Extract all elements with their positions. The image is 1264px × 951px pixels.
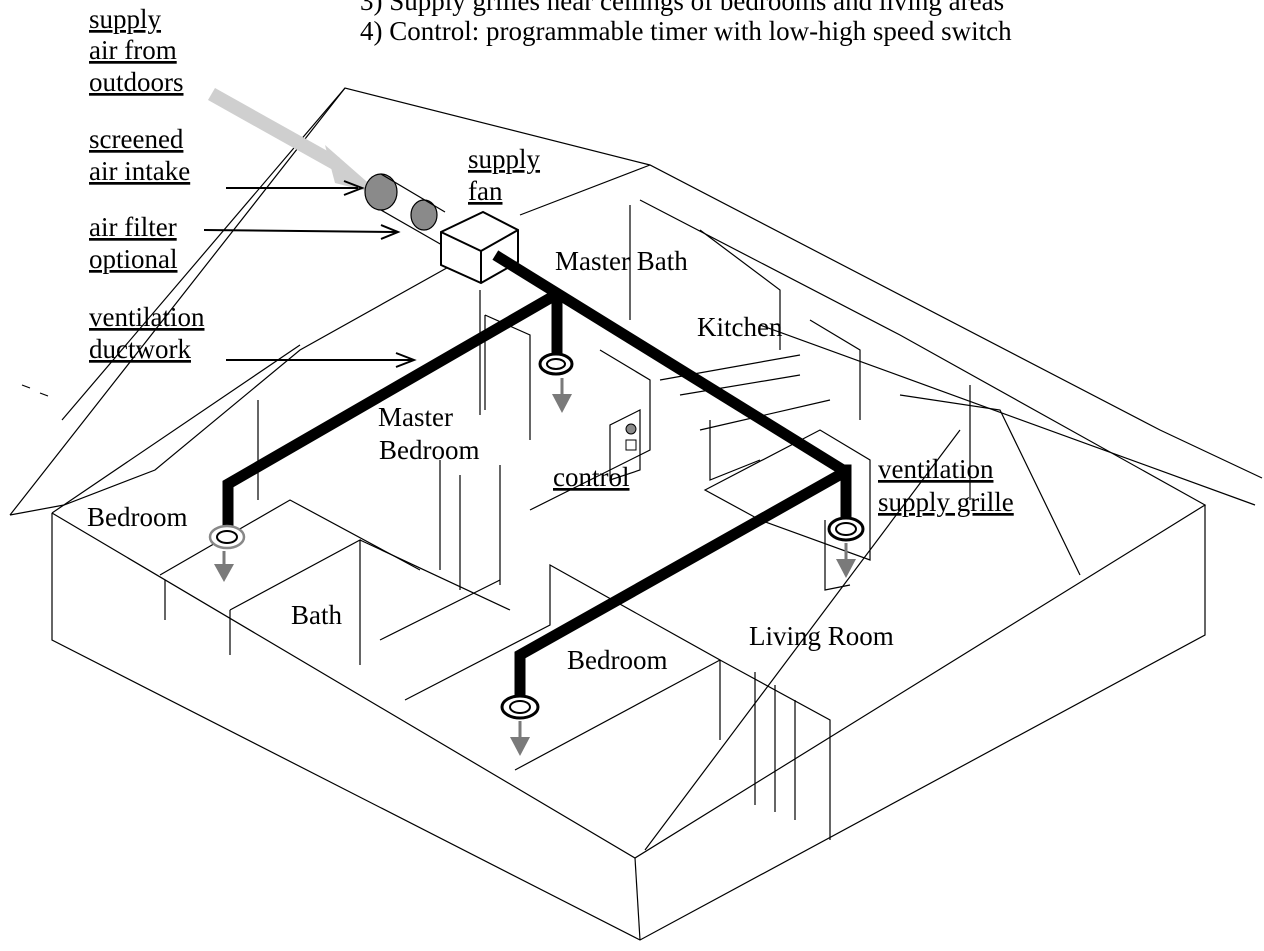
house-outline <box>9 87 1263 941</box>
room-bath: Bath <box>291 600 342 630</box>
label-supply-air-1: supply <box>89 4 162 34</box>
room-bedroom-left: Bedroom <box>87 502 188 532</box>
leader-filter <box>203 229 398 233</box>
leader-ductwork-head <box>395 352 417 368</box>
note-4: 4) Control: programmable timer with low-… <box>360 16 1012 46</box>
roof-diag-right <box>759 324 1256 506</box>
partition-13 <box>164 580 231 655</box>
airflow-arrow-bedroom-left-head <box>214 564 234 582</box>
fan-box-outline <box>440 210 519 285</box>
partition-9 <box>439 460 501 590</box>
label-grille-1: ventilation <box>878 454 994 484</box>
airflow-arrow-master-head <box>552 394 572 413</box>
duct-main <box>492 250 851 478</box>
airflow-arrows <box>214 378 856 756</box>
roof-inner-left <box>9 254 471 516</box>
grille-bedroom-center <box>500 694 540 720</box>
leader-filter-head <box>380 224 401 240</box>
partition-8 <box>754 672 796 820</box>
label-ductwork-2: ductwork <box>89 334 191 364</box>
room-master-bedroom-2: Bedroom <box>379 435 480 465</box>
intake-disc <box>364 173 398 211</box>
grille-bedroom-left-inner <box>216 530 238 544</box>
label-ductwork-1: ventilation <box>89 302 205 332</box>
label-intake-1: screened <box>89 124 184 154</box>
room-living-room: Living Room <box>749 621 894 651</box>
fan-box-edges <box>440 229 519 283</box>
label-supply-air-2: air from <box>89 35 177 65</box>
grille-bedroom-left <box>208 524 246 550</box>
roof-inner-top <box>519 164 651 216</box>
label-fan-1: supply <box>468 144 541 174</box>
room-master-bedroom-1: Master <box>378 402 453 432</box>
label-filter-1: air filter <box>89 212 177 242</box>
control-indicator <box>625 423 637 435</box>
supply-grilles <box>208 352 865 720</box>
label-intake-2: air intake <box>89 156 190 186</box>
partition-10 <box>629 205 861 420</box>
grille-bedroom-center-inner <box>509 700 531 714</box>
leaders <box>203 180 417 368</box>
duct-to-bedroom-center <box>514 465 851 706</box>
outdoor-air-arrow <box>208 88 382 195</box>
roof-diag-front <box>644 429 961 851</box>
partition-1 <box>159 499 421 576</box>
label-supply-air-3: outdoors <box>89 67 184 97</box>
airflow-arrow-bedroom-center-head <box>510 737 530 756</box>
grille-master-inner <box>546 358 566 370</box>
note-3: 3) Supply grilles near ceilings of bedro… <box>360 0 1004 16</box>
intake-tube <box>380 173 446 246</box>
leader-intake-head <box>343 180 365 196</box>
control-panel <box>609 409 641 481</box>
partition-5 <box>379 579 501 641</box>
grille-living <box>827 516 865 542</box>
partition-12 <box>824 520 851 591</box>
partition-6 <box>404 563 721 740</box>
room-bedroom-center: Bedroom <box>567 645 668 675</box>
closet <box>529 349 651 511</box>
label-fan-2: fan <box>468 176 503 206</box>
label-filter-2: optional <box>89 244 178 274</box>
duct-to-bedroom-left <box>222 289 560 529</box>
edge-marks <box>21 384 49 397</box>
front-corner <box>634 857 641 941</box>
room-master-bath: Master Bath <box>555 246 688 276</box>
partition-11 <box>899 385 1081 576</box>
grille-master <box>538 352 574 376</box>
wall-top-left <box>51 344 301 514</box>
supply-fan-box <box>440 210 519 285</box>
label-control: control <box>553 462 629 492</box>
control-button <box>625 439 637 451</box>
kitchen-counter <box>659 354 831 481</box>
outdoor-air-arrow-shaft <box>208 88 340 170</box>
partition-4 <box>359 539 511 611</box>
label-grille-2: supply grille <box>878 487 1014 517</box>
room-kitchen: Kitchen <box>697 312 783 342</box>
ductwork <box>222 250 852 706</box>
grille-living-inner <box>835 522 857 536</box>
airflow-arrow-living-head <box>836 559 856 578</box>
